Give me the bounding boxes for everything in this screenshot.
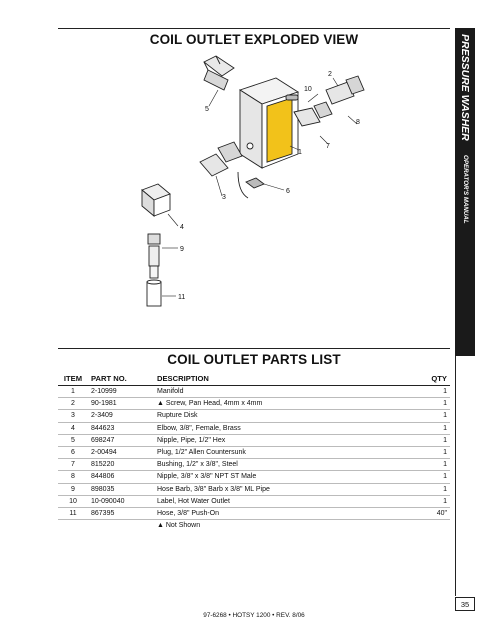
hose-barb-part — [147, 233, 161, 279]
exploded-view-diagram: 5 10 2 8 1 7 3 6 4 9 11 — [141, 55, 365, 307]
callout-7: 7 — [326, 143, 330, 150]
callout-10: 10 — [304, 86, 312, 93]
parts-rule — [58, 348, 450, 349]
hot-water-label — [266, 97, 293, 163]
callout-6: 6 — [286, 188, 290, 195]
callout-2: 2 — [328, 71, 332, 78]
table-note-row: ▲ Not Shown — [58, 520, 450, 532]
callout-3: 3 — [222, 194, 226, 201]
parts-title: COIL OUTLET PARTS LIST — [167, 352, 341, 367]
elbow-female-part — [141, 183, 171, 217]
right-nipple-part — [325, 75, 365, 105]
nipple-pipe-part — [203, 55, 235, 91]
section-title: COIL OUTLET EXPLODED VIEW — [149, 32, 359, 47]
side-tab-title: PRESSURE WASHER — [459, 34, 471, 141]
manifold-block — [238, 77, 300, 169]
side-tab-subtitle: OPERATOR'S MANUAL — [462, 155, 469, 224]
not-shown-note: ▲ Not Shown — [157, 522, 201, 530]
callout-11: 11 — [178, 294, 185, 301]
header-item: ITEM — [58, 372, 88, 386]
bushing-part — [293, 101, 333, 127]
top-rule — [58, 28, 450, 29]
header-qty: QTY — [414, 372, 450, 386]
elbow-fitting-part — [199, 141, 243, 177]
header-part-no: PART NO. — [88, 372, 154, 386]
callout-5: 5 — [205, 106, 209, 113]
footer: 97-6268 • HOTSY 1200 • REV. 8/06 — [203, 612, 305, 619]
callout-1: 1 — [298, 149, 302, 156]
callout-4: 4 — [180, 224, 184, 231]
parts-table-header: ITEM PART NO. DESCRIPTION QTY — [58, 372, 450, 386]
side-tab: PRESSURE WASHER OPERATOR'S MANUAL — [455, 28, 475, 356]
plug-part — [237, 171, 265, 199]
callout-8: 8 — [356, 119, 360, 126]
callout-9: 9 — [180, 246, 184, 253]
screw-part — [285, 94, 299, 101]
page-number: 35 — [455, 597, 475, 611]
side-strip — [455, 356, 476, 596]
header-description: DESCRIPTION — [154, 372, 414, 386]
hose-part — [146, 279, 162, 307]
